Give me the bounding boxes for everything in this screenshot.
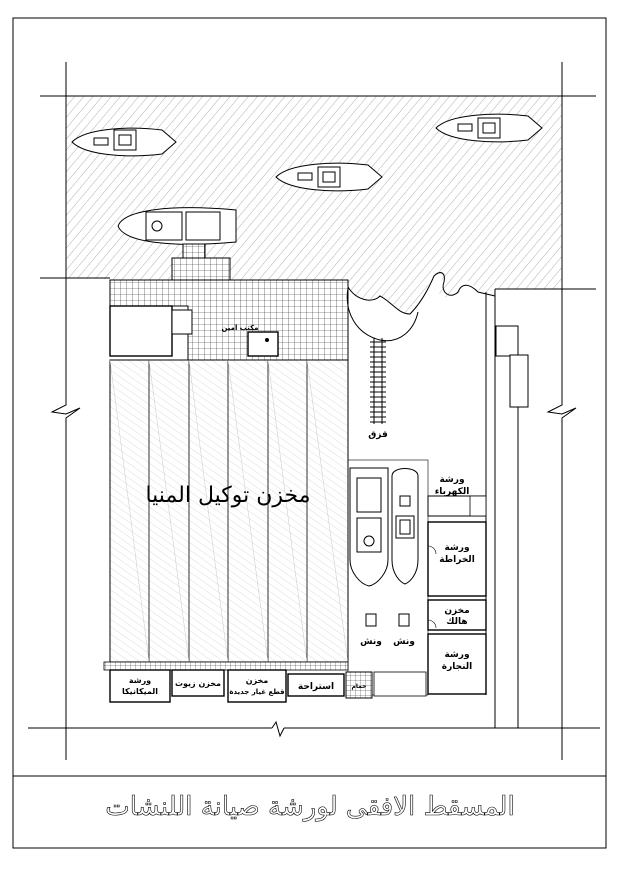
mechanics-workshop-label: الميكانيكا xyxy=(122,687,158,696)
boat-icon xyxy=(391,468,419,585)
lathe-workshop-label: ورشة xyxy=(444,543,469,553)
carpentry-workshop-label: النجارة xyxy=(442,662,473,672)
winch-label: ونش xyxy=(393,637,415,647)
drawing-title: المسقط الافقى لورشة صيانة اللنشات xyxy=(105,792,514,822)
carpentry-workshop-box xyxy=(427,633,487,695)
rail-track xyxy=(370,338,386,424)
annex-box xyxy=(373,671,427,697)
lathe-workshop-box xyxy=(427,521,487,597)
scrap-store-box xyxy=(427,599,487,631)
winch-icon xyxy=(365,613,377,627)
gate-block xyxy=(509,354,529,408)
electric-workshop-label: ورشة xyxy=(439,475,464,485)
carpentry-workshop-label: ورشة xyxy=(444,650,469,660)
scrap-store-label: مخزن xyxy=(444,606,469,616)
water-edge-arc xyxy=(346,287,419,342)
office-box xyxy=(247,331,279,357)
break-symbol xyxy=(271,720,285,738)
office-fixture xyxy=(265,338,269,342)
sheet-border xyxy=(12,17,607,849)
oil-store-box xyxy=(171,669,225,697)
main-store-area xyxy=(109,359,349,663)
boat-icon xyxy=(275,162,383,192)
main-store-label: مخزن توكيل المنيا xyxy=(145,483,310,508)
parts-store-label: قطع غيار جديدة xyxy=(229,688,285,696)
toilet-tiles xyxy=(345,671,373,699)
lathe-workshop-label: الخراطة xyxy=(439,555,475,565)
parts-store-box xyxy=(227,669,287,703)
mechanics-workshop-box xyxy=(109,669,171,703)
boat-icon xyxy=(435,113,543,143)
rest-room-box xyxy=(287,673,345,697)
right-boundary xyxy=(546,62,577,760)
room-box xyxy=(109,305,173,357)
office-label: مكتب امين xyxy=(222,324,259,332)
winch-icon xyxy=(398,613,410,627)
wc-box xyxy=(469,495,487,517)
boat-icon xyxy=(117,207,237,245)
winch-label: ونش xyxy=(360,637,382,647)
electric-workshop-label: الكهرباء xyxy=(435,487,470,497)
room-box xyxy=(171,309,193,335)
slipway-tiles xyxy=(171,257,231,281)
parts-store-label: مخزن xyxy=(246,676,269,685)
shoreline xyxy=(347,272,496,315)
scrap-store-label: هالك xyxy=(446,617,467,627)
oil-store-label: مخزن زيوت xyxy=(175,679,221,688)
rest-room-label: استراحة xyxy=(298,682,334,692)
rail-label: قزق xyxy=(368,430,388,440)
door-swing xyxy=(427,619,437,629)
left-boundary xyxy=(50,62,81,760)
gate-block xyxy=(495,325,519,357)
boat-icon xyxy=(349,467,389,587)
bottom-strip xyxy=(103,661,349,671)
mechanics-workshop-label: ورشة xyxy=(129,676,151,685)
door-swing xyxy=(427,545,437,555)
boat-icon xyxy=(71,127,177,157)
wc-label: حمام xyxy=(352,683,367,690)
